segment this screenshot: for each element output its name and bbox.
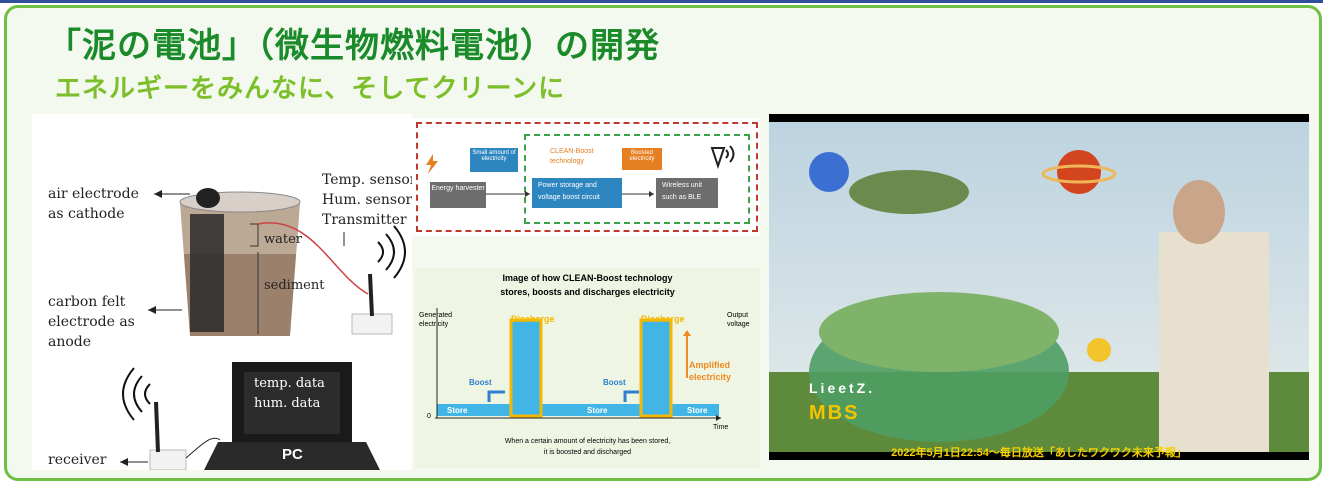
slide-frame: 「泥の電池」（微生物燃料電池）の開発 エネルギーをみんなに、そしてクリーンに <box>4 5 1322 481</box>
receiver-label: receiver <box>48 452 107 468</box>
water-label: water <box>264 232 303 247</box>
experiment-illustration <box>120 188 406 470</box>
discharge-bar-1 <box>509 318 543 418</box>
tv-scene-image <box>769 122 1309 452</box>
mbs-logo: MBS <box>809 402 860 424</box>
top-accent-bar <box>0 0 1323 3</box>
storage-label-2: voltage boost circuit <box>538 194 600 201</box>
clean-boost-label-2: technology <box>550 158 584 165</box>
carbon-felt-label-2: electrode as <box>48 314 135 330</box>
broadcast-caption: 2022年5月1日22:54～毎日放送「あしたワクワク未来予報」 <box>891 447 1187 459</box>
boosted-box: Boosted electricity <box>622 148 662 170</box>
air-electrode-label-2: as cathode <box>48 206 125 222</box>
screen-text-1: temp. data <box>254 376 325 391</box>
storage-box <box>532 178 622 208</box>
store-label-2: Store <box>587 406 608 415</box>
screen-text-2: hum. data <box>254 396 321 411</box>
discharge-label-2: Discharge <box>641 314 685 324</box>
diagram-arrows <box>486 191 654 197</box>
wireless-label-2: such as BLE <box>662 194 702 201</box>
boost-chart: Image of how CLEAN-Boost technology stor… <box>415 268 760 468</box>
carbon-felt-label-3: anode <box>48 334 92 350</box>
experiment-photo: air electrode as cathode water sediment … <box>32 114 412 470</box>
discharge-bar-2 <box>639 318 673 418</box>
slide-subtitle: エネルギーをみんなに、そしてクリーンに <box>55 74 566 104</box>
diagram-outer-border <box>416 122 758 232</box>
amplified-label-2: electricity <box>689 372 732 382</box>
sediment-label: sediment <box>264 278 325 293</box>
slide-title: 「泥の電池」（微生物燃料電池）の開発 <box>47 26 660 66</box>
block-diagram: Energy harvester Small amount of electri… <box>412 118 760 236</box>
boost-chart-title-2: stores, boosts and discharges electricit… <box>500 287 675 297</box>
diagram-inner-border <box>524 134 750 224</box>
boost-chart-title-1: Image of how CLEAN-Boost technology <box>502 273 673 283</box>
amplified-label-1: Amplified <box>689 360 731 370</box>
discharge-label-1: Discharge <box>511 314 555 324</box>
clean-boost-label-1: CLEAN-Boost <box>550 148 594 155</box>
lightning-icon <box>426 154 438 174</box>
carbon-felt-label-1: carbon felt <box>48 294 126 310</box>
y-label-left-2: electricity <box>419 321 449 328</box>
small-amount-box: Small amount of electricity <box>470 148 518 172</box>
y-label-left-1: Generated <box>419 312 453 319</box>
storage-label-1: Power storage and <box>538 182 597 189</box>
y-label-right-2: voltage <box>727 321 750 328</box>
boost-label-2: Boost <box>603 378 626 387</box>
store-band <box>437 404 719 416</box>
antenna-icon <box>710 145 735 170</box>
air-electrode-label-1: air electrode <box>48 186 139 202</box>
pc-label: PC <box>282 446 303 463</box>
chart-caption-2: it is boosted and discharged <box>543 449 632 456</box>
wireless-label-1: Wireless unit <box>662 182 703 189</box>
energy-harvester-box: Energy harvester <box>430 182 486 208</box>
sensor-label-2: Hum. sensor <box>322 192 412 208</box>
time-label: Time <box>713 424 729 431</box>
boost-chart-plot <box>435 308 721 421</box>
chart-caption-1: When a certain amount of electricity has… <box>504 438 671 445</box>
wireless-box <box>656 178 718 208</box>
store-label-1: Store <box>447 406 468 415</box>
boost-label-1: Boost <box>469 378 492 387</box>
sensor-label-3: Transmitter <box>322 212 407 228</box>
store-label-3: Store <box>687 406 708 415</box>
lieetz-logo: LieetZ. <box>809 380 876 396</box>
zero-label: 0 <box>427 413 431 420</box>
sensor-label-1: Temp. sensor <box>322 172 412 188</box>
tv-still: LieetZ. MBS 2022年5月1日22:54～毎日放送「あしたワクワク未… <box>769 114 1309 460</box>
y-label-right-1: Output <box>727 312 749 319</box>
